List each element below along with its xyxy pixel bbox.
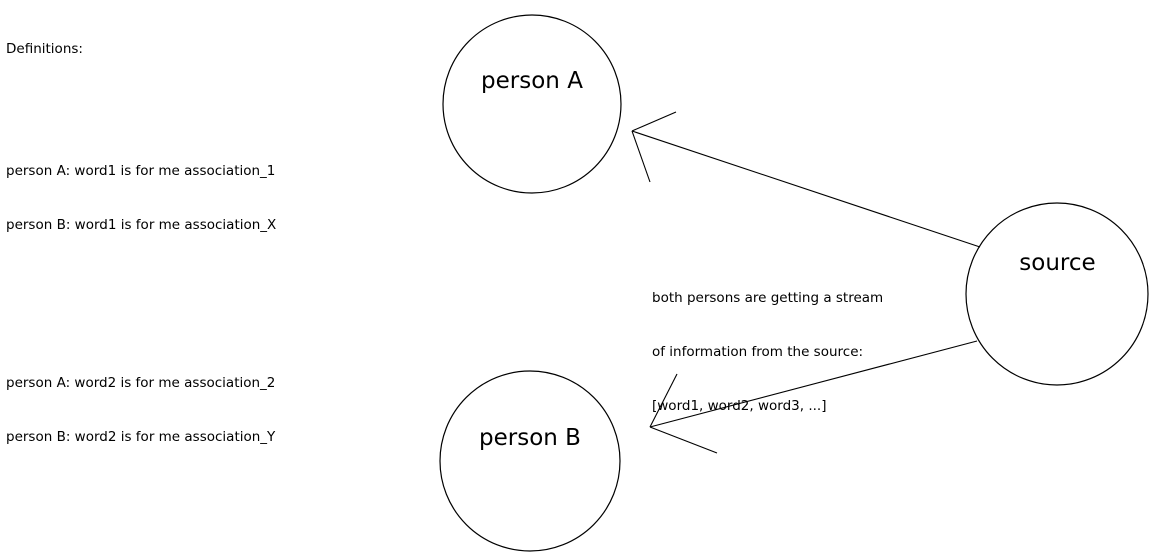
- stream-annotation: both persons are getting a stream of inf…: [652, 253, 952, 451]
- node-label-person-a: person A: [481, 68, 583, 94]
- edge-arrowhead-upper-source-to-person-a: [631, 111, 677, 132]
- stream-annotation-line-1: both persons are getting a stream: [652, 290, 884, 306]
- definition-person-a-line-1: person A: word1 is for me association_1: [6, 163, 276, 179]
- definition-pair-1: person A: word1 is for me association_1 …: [6, 126, 426, 270]
- definition-person-a-line-2: person A: word2 is for me association_2: [6, 375, 276, 391]
- edge-line-source-to-person-a: [631, 130, 981, 248]
- edge-arrowhead-lower-source-to-person-a: [631, 130, 651, 183]
- node-label-source: source: [1019, 250, 1096, 276]
- stream-annotation-line-2: of information from the source:: [652, 344, 864, 360]
- definitions-block: Definitions: person A: word1 is for me a…: [6, 4, 426, 556]
- definition-person-b-line-2: person B: word2 is for me association_Y: [6, 429, 276, 445]
- node-circle-person-a: [442, 14, 622, 194]
- definition-person-b-line-1: person B: word1 is for me association_X: [6, 217, 277, 233]
- edge-line-source-to-person-b: [649, 340, 978, 428]
- node-circle-person-b: [439, 370, 621, 552]
- node-circle-source: [965, 202, 1149, 386]
- edge-arrowhead-lower-source-to-person-b: [649, 426, 718, 454]
- definition-pair-3: person A: word3 is for me association_3 …: [6, 550, 426, 556]
- node-label-person-b: person B: [479, 425, 581, 451]
- definitions-heading: Definitions:: [6, 41, 83, 57]
- definition-pair-2: person A: word2 is for me association_2 …: [6, 338, 426, 482]
- edge-arrowhead-upper-source-to-person-b: [649, 373, 678, 428]
- stream-annotation-line-3: [word1, word2, word3, ...]: [652, 398, 827, 414]
